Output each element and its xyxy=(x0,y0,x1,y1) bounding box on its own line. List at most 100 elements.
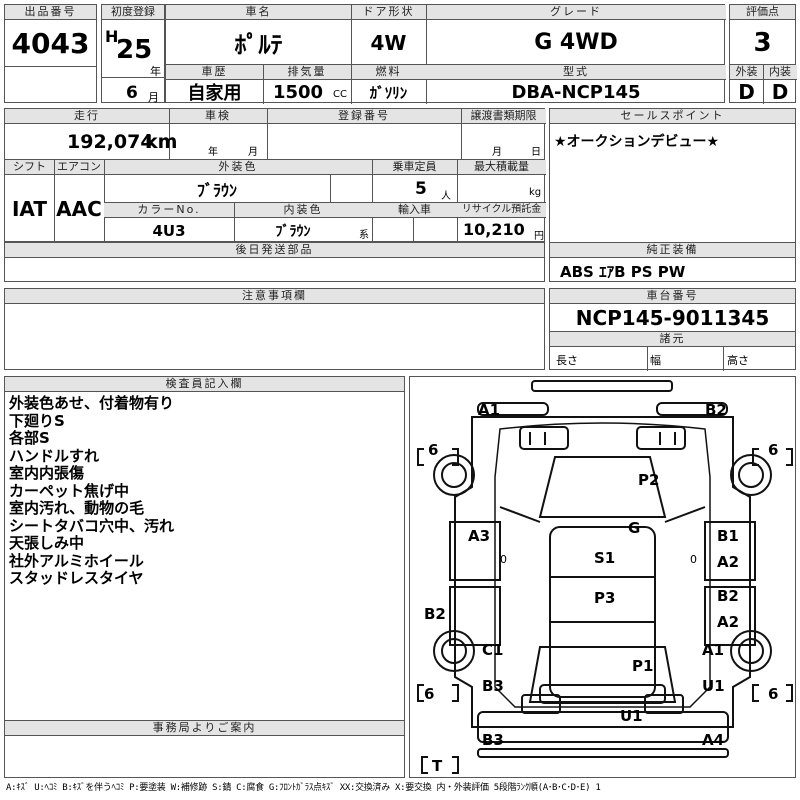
office-label: 事務局よりご案内 xyxy=(5,720,404,736)
damage-mark: T xyxy=(432,757,443,775)
damage-mark: U1 xyxy=(702,677,725,695)
length-label: 長さ xyxy=(556,354,578,367)
inspection-month-unit: 月 xyxy=(248,147,258,158)
later-parts-label: 後日発送部品 xyxy=(5,243,544,258)
interior-score: D xyxy=(771,80,789,104)
era: H xyxy=(105,27,119,46)
displacement-label: 排気量 xyxy=(263,65,351,80)
inspector-note-line: 下廻りS xyxy=(9,411,65,430)
max-load-label: 最大積載量 xyxy=(457,160,546,175)
score-box: 評価点 3 外装 内装 D D xyxy=(729,4,797,104)
inspector-label: 検査員記入欄 xyxy=(5,377,404,392)
recycle-unit: 円 xyxy=(534,231,544,242)
damage-mark: 6 xyxy=(428,441,439,459)
damage-mark: 0 xyxy=(690,553,697,566)
damage-mark: C1 xyxy=(482,641,504,659)
mileage-label: 走行 xyxy=(5,109,169,124)
recycle-fee: 10,210 xyxy=(463,220,525,239)
inspector-note-line: 各部S xyxy=(9,429,50,447)
transfer-deadline-label: 譲渡書類期限 xyxy=(461,109,546,124)
damage-mark: B3 xyxy=(482,731,504,749)
color-number: 4U3 xyxy=(152,221,186,240)
damage-mark: P3 xyxy=(594,589,616,607)
shift: IAT xyxy=(11,197,47,221)
lot-number-label: 出品番号 xyxy=(5,5,96,20)
capacity: 5 xyxy=(415,179,427,199)
first-registration-year: 25 xyxy=(116,35,153,65)
vehicle-detail-box: 走行 車検 登録番号 譲渡書類期限 192,074 km 年 月 月 日 シフト… xyxy=(4,108,546,243)
sales-point: ★オークションデビュー★ xyxy=(554,134,720,150)
damage-mark: B1 xyxy=(717,527,739,545)
equipment: ABS ｴｱB PS PW xyxy=(560,263,686,281)
damage-mark: B2 xyxy=(705,401,727,419)
chassis-label: 車台番号 xyxy=(550,289,795,304)
chassis-box: 車台番号 NCP145-9011345 諸元 長さ 幅 高さ xyxy=(549,288,796,371)
model-label: 型式 xyxy=(426,65,726,80)
model: DBA-NCP145 xyxy=(511,81,641,103)
displacement-unit: CC xyxy=(333,89,347,100)
fuel-label: 燃料 xyxy=(351,65,426,80)
damage-mark: A2 xyxy=(717,613,740,631)
height-label: 高さ xyxy=(727,354,749,367)
inspector-note-line: シートタバコ穴中、汚れ xyxy=(9,516,175,535)
main-spec-box: 車名 ドア形状 グレード ﾎﾟﾙﾃ 4W G 4WD 車歴 排気量 燃料 型式 … xyxy=(165,4,726,104)
load-unit: kg xyxy=(529,187,542,198)
capacity-unit: 人 xyxy=(441,191,451,202)
damage-mark: A3 xyxy=(468,527,491,545)
damage-mark: S1 xyxy=(594,549,616,567)
color-number-label: カラーNo. xyxy=(104,203,234,218)
displacement: 1500 xyxy=(272,81,324,103)
inspector-note-line: 外装色あせ、付着物有り xyxy=(9,394,175,412)
inspector-note-line: 室内内張傷 xyxy=(9,464,85,482)
inspector-note-line: 天張しみ中 xyxy=(9,534,85,552)
damage-mark: A2 xyxy=(717,553,740,571)
grade: G 4WD xyxy=(534,30,618,55)
car-diagram xyxy=(417,380,793,774)
damage-mark: B2 xyxy=(717,587,739,605)
interior-color: ﾌﾞﾗｳﾝ xyxy=(275,223,311,240)
damage-mark: G xyxy=(628,519,641,537)
transfer-month-unit: 月 xyxy=(492,147,502,158)
door-label: ドア形状 xyxy=(351,5,426,20)
damage-mark: P2 xyxy=(638,471,660,489)
capacity-label: 乗車定員 xyxy=(372,160,457,175)
history: 自家用 xyxy=(187,83,242,104)
damage-mark: A4 xyxy=(702,731,725,749)
sales-point-label: セールスポイント xyxy=(550,109,795,124)
damage-mark: A1 xyxy=(478,401,501,419)
first-registration-box: 初度登録 H 25 年 6 月 xyxy=(101,4,165,104)
exterior-label: 外装 xyxy=(730,65,763,80)
damage-mark: 6 xyxy=(768,441,779,459)
mileage-unit: km xyxy=(145,131,178,153)
import-label: 輸入車 xyxy=(372,203,457,218)
inspector-note-line: 室内汚れ、動物の毛 xyxy=(9,499,145,517)
damage-mark: B2 xyxy=(424,605,446,623)
inspector-note-line: カーペット焦げ中 xyxy=(9,481,130,500)
equipment-label: 純正装備 xyxy=(550,243,795,258)
sales-point-box: セールスポイント ★オークションデビュー★ 純正装備 ABS ｴｱB PS PW xyxy=(549,108,796,282)
shift-label: シフト xyxy=(5,160,54,175)
damage-mark: 6 xyxy=(768,685,779,703)
damage-mark: 0 xyxy=(500,553,507,566)
lot-number-box: 出品番号 4043 xyxy=(4,4,97,103)
damage-mark: U1 xyxy=(620,707,643,725)
inspector-note-line: 社外アルミホイール xyxy=(9,551,144,570)
grade-label: グレード xyxy=(426,5,726,20)
air-conditioner: AAC xyxy=(56,197,102,221)
inspector-note-line: スタッドレスタイヤ xyxy=(9,569,144,587)
legend: A:ｷｽﾞ U:ﾍｺﾐ B:ｷｽﾞを伴うﾍｺﾐ P:要塗装 W:補修跡 S:錆 … xyxy=(6,783,601,793)
damage-mark: P1 xyxy=(632,657,654,675)
inspector-note-line: ハンドルすれ xyxy=(9,446,100,465)
mileage: 192,074 xyxy=(67,131,154,153)
fuel: ｶﾞｿﾘﾝ xyxy=(369,83,408,102)
car-name: ﾎﾟﾙﾃ xyxy=(234,31,283,59)
lot-number-value: 4043 xyxy=(11,26,90,60)
caution-box: 注意事項欄 xyxy=(4,288,545,370)
later-parts-box: 後日発送部品 xyxy=(4,242,545,282)
caution-label: 注意事項欄 xyxy=(5,289,544,304)
interior-label: 内装 xyxy=(763,65,797,80)
history-label: 車歴 xyxy=(166,65,263,80)
month-unit: 月 xyxy=(148,91,159,104)
